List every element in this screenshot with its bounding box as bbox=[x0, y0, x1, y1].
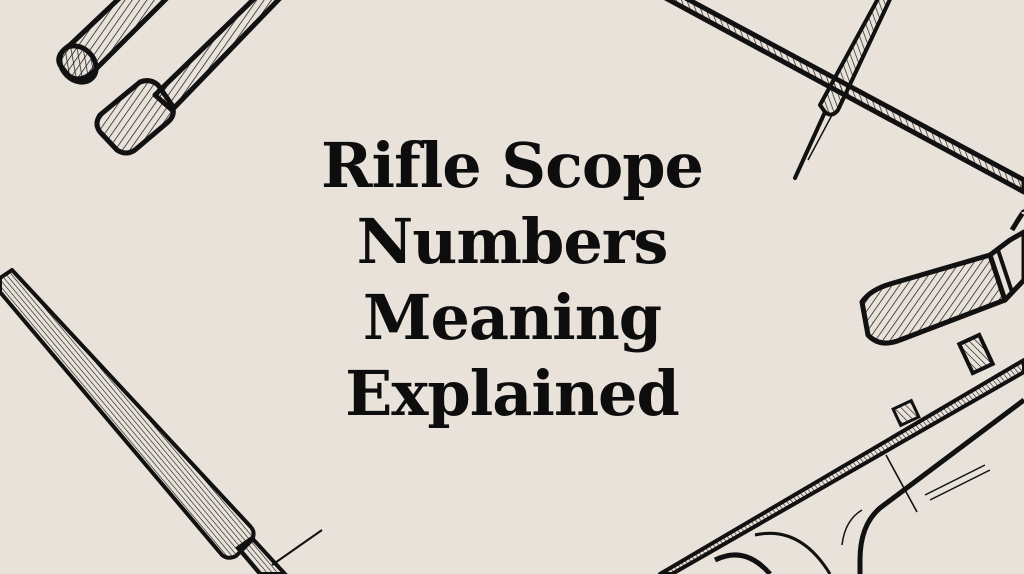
rod-icon bbox=[663, 0, 1024, 195]
title-line-1: Rifle Scope bbox=[320, 129, 704, 202]
rifle-body-icon bbox=[658, 358, 1024, 574]
title-line-2: Numbers bbox=[356, 205, 669, 278]
scope-tube-icon bbox=[56, 0, 169, 85]
file-tool-icon bbox=[0, 268, 323, 574]
title-line-4: Explained bbox=[345, 357, 680, 430]
rifle-scope-icon bbox=[859, 209, 1024, 376]
title-line-3: Meaning bbox=[362, 281, 662, 354]
cleaning-rod-icon bbox=[94, 0, 282, 156]
awl-icon bbox=[793, 0, 892, 180]
page-title: Rifle Scope Numbers Meaning Explained bbox=[262, 128, 762, 432]
